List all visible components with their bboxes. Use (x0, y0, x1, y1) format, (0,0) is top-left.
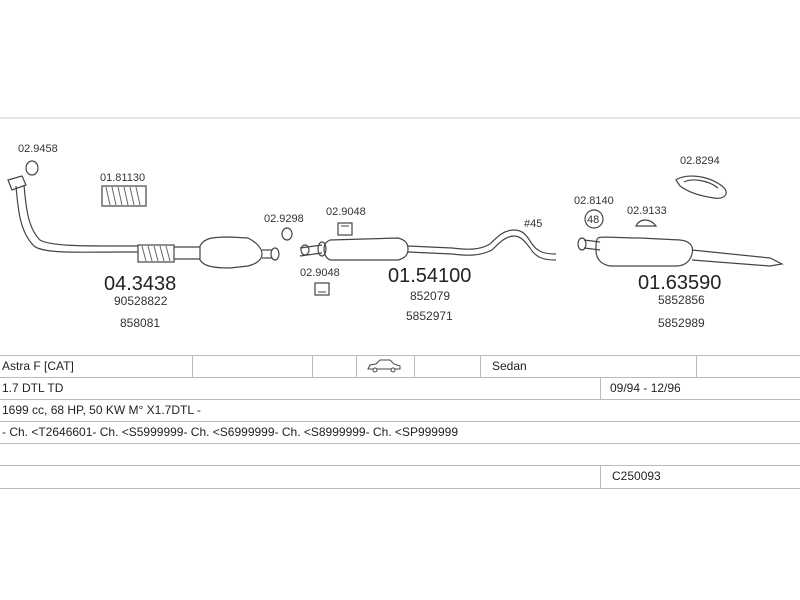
clamp-bottom-label: 02.9048 (300, 267, 340, 279)
table-row: 1.7 DTL TD 09/94 - 12/96 (0, 377, 800, 400)
rubber-mount[interactable]: 02.9133 (627, 205, 667, 227)
strap[interactable]: 02.8294 (675, 155, 727, 199)
table-row: C250093 (0, 465, 800, 489)
table-row: Astra F [CAT] Sedan (0, 355, 800, 378)
middle-ref1: 852079 (410, 289, 450, 303)
gasket-a-label: 02.9298 (264, 213, 304, 225)
rear-number: 01.63590 (638, 272, 721, 294)
chassis-cell: - Ch. <T2646601- Ch. <S5999999- Ch. <S69… (2, 425, 458, 439)
body-cell: Sedan (492, 359, 527, 373)
middle-ref2: 5852971 (406, 309, 453, 323)
pipe-label: #45 (524, 218, 542, 230)
engine-cell: 1.7 DTL TD (2, 381, 64, 395)
front-pipe[interactable] (7, 175, 280, 269)
ring-left-label: 02.9458 (18, 143, 58, 155)
hanger[interactable]: 02.8140 48 (574, 195, 614, 229)
table-row (0, 443, 800, 466)
car-sedan-icon (366, 358, 402, 377)
front-pipe-ref1: 90528822 (114, 294, 168, 308)
spec-cell: 1699 cc, 68 HP, 50 KW M° X1.7DTL - (2, 403, 201, 417)
ring-left[interactable]: 02.9458 (18, 143, 58, 176)
front-pipe-ref2: 858081 (120, 316, 160, 330)
table-row: 1699 cc, 68 HP, 50 KW M° X1.7DTL - (0, 399, 800, 422)
rear-silencer[interactable] (577, 236, 784, 267)
middle-silencer[interactable] (299, 229, 557, 261)
strap-label: 02.8294 (680, 155, 720, 167)
gasket-a[interactable]: 02.9298 (264, 213, 304, 241)
flex-pipe[interactable]: 01.81130 (100, 172, 147, 207)
clamp-top-label: 02.9048 (326, 206, 366, 218)
model-cell: Astra F [CAT] (2, 359, 74, 373)
front-pipe-number: 04.3438 (104, 273, 176, 295)
code-cell: C250093 (612, 469, 661, 483)
rubber-label: 02.9133 (627, 205, 667, 217)
hanger-number: 48 (587, 214, 599, 226)
table-row: - Ch. <T2646601- Ch. <S5999999- Ch. <S69… (0, 421, 800, 444)
middle-number: 01.54100 (388, 265, 471, 287)
hanger-label: 02.8140 (574, 195, 614, 207)
clamp-top[interactable]: 02.9048 (326, 206, 366, 236)
clamp-bottom[interactable]: 02.9048 (300, 267, 340, 296)
rear-ref2: 5852989 (658, 316, 705, 330)
years-cell: 09/94 - 12/96 (610, 381, 681, 395)
rear-ref1: 5852856 (658, 293, 705, 307)
flex-pipe-label: 01.81130 (100, 172, 145, 184)
